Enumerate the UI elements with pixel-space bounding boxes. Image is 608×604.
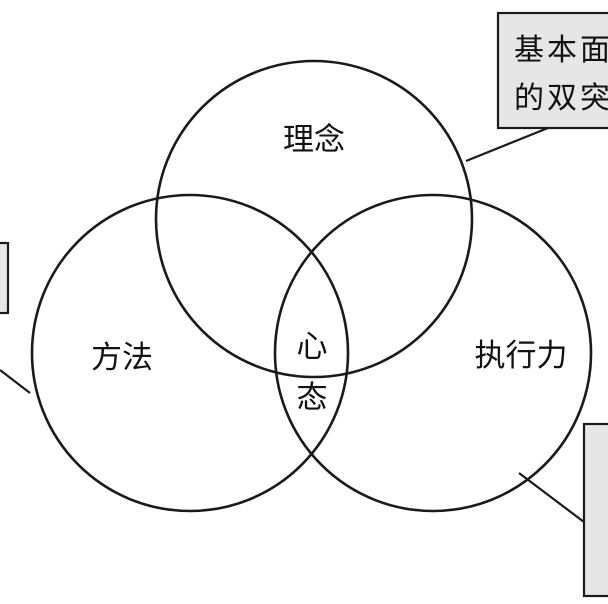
leader-line-top-right <box>465 126 549 163</box>
callout-box-top-right <box>496 11 608 130</box>
label-mindset-2: 态 <box>297 380 328 416</box>
label-concept: 理念 <box>283 122 345 158</box>
callout-box-bottom-right <box>582 422 608 598</box>
callout-text-top-right-line2: 的双突 <box>514 81 608 116</box>
callout-box-left <box>0 241 10 315</box>
callout-left <box>0 241 31 394</box>
label-mindset-1: 心 <box>297 329 328 365</box>
circle-method <box>30 193 350 513</box>
callout-bottom-right <box>518 422 608 598</box>
callout-top-right: 基本面 的双突 <box>465 11 608 163</box>
leader-line-left <box>0 369 31 394</box>
label-execution: 执行力 <box>475 338 568 374</box>
label-method: 方法 <box>91 340 153 376</box>
callout-text-top-right-line1: 基本面 <box>514 33 608 68</box>
circle-concept <box>154 59 474 379</box>
leader-line-bottom-right <box>518 472 585 523</box>
circle-execution <box>273 193 593 513</box>
